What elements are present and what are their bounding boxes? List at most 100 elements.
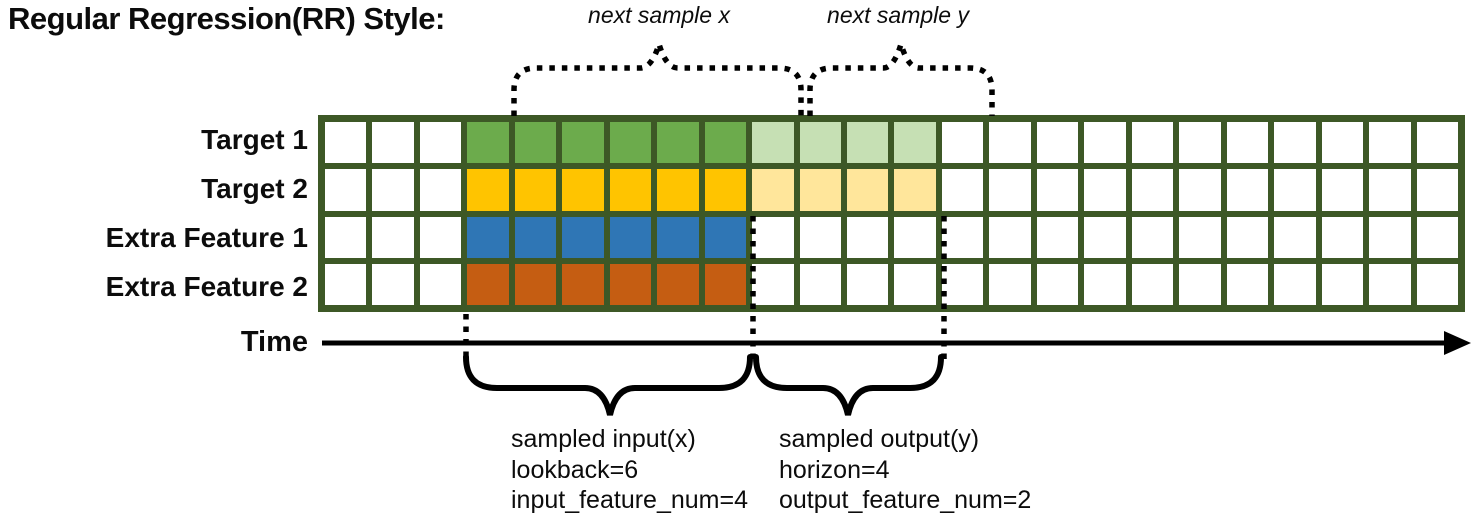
grid-cell-r0-c10 <box>799 122 842 164</box>
lookback-line: lookback=6 <box>511 455 639 484</box>
grid-cell-r0-c13 <box>941 122 984 164</box>
sampled-output-line: sampled output(y) <box>779 425 980 453</box>
grid-cell-r1-c22 <box>1369 169 1411 211</box>
grid-cell-r2-c0 <box>325 216 367 258</box>
grid-cell-r3-c0 <box>325 263 367 305</box>
grid-cell-r3-c21 <box>1321 263 1364 305</box>
grid-cell-r0-c19 <box>1226 122 1269 164</box>
next-sample-x-label: next sample x <box>588 2 730 28</box>
sampled-output-annotation: sampled output(y) horizon=4 output_featu… <box>779 424 1031 516</box>
grid-cell-r2-c13 <box>941 216 984 258</box>
grid-cell-r1-c2 <box>419 169 462 211</box>
grid-cell-r3-c3 <box>467 263 509 305</box>
grid-cell-r2-c17 <box>1131 216 1174 258</box>
grid-cell-r2-c12 <box>894 216 936 258</box>
row-label: Target 2 <box>201 172 308 204</box>
grid-cell-r2-c21 <box>1321 216 1364 258</box>
timeseries-grid <box>318 115 1465 312</box>
grid-cell-r2-c8 <box>704 216 747 258</box>
time-axis-arrowhead <box>1444 331 1471 355</box>
sampled-input-line: sampled input(x) <box>511 425 696 453</box>
grid-cell-r3-c4 <box>514 263 557 305</box>
grid-cell-r2-c10 <box>799 216 842 258</box>
grid-cell-r0-c0 <box>325 122 367 164</box>
grid-cell-r0-c17 <box>1131 122 1174 164</box>
grid-cell-r3-c13 <box>941 263 984 305</box>
row-label: Target 1 <box>201 123 308 155</box>
grid-cell-r0-c20 <box>1274 122 1316 164</box>
grid-cell-r2-c18 <box>1179 216 1221 258</box>
sampled-input-brace <box>463 354 753 416</box>
grid-cell-r1-c7 <box>657 169 699 211</box>
grid-cell-r2-c20 <box>1274 216 1316 258</box>
grid-cell-r2-c15 <box>1036 216 1079 258</box>
grid-cell-r0-c8 <box>704 122 747 164</box>
grid-cell-r2-c2 <box>419 216 462 258</box>
grid-cell-r3-c10 <box>799 263 842 305</box>
row-label: Extra Feature 2 <box>105 271 308 303</box>
output-feature-num-line: output_feature_num=2 <box>779 486 1032 514</box>
horizon-line: horizon=4 <box>779 455 890 484</box>
grid-cell-r2-c3 <box>467 216 509 258</box>
grid-cell-r0-c4 <box>514 122 557 164</box>
grid-cell-r3-c1 <box>372 263 414 305</box>
grid-cell-r3-c16 <box>1084 263 1126 305</box>
next-sample-x-brace <box>511 34 804 116</box>
row-labels: Target 1 Target 2 Extra Feature 1 Extra Fea… <box>0 115 308 312</box>
grid-cell-r0-c9 <box>752 122 794 164</box>
grid-cell-r0-c2 <box>419 122 462 164</box>
grid-cell-r3-c23 <box>1416 263 1458 305</box>
grid-cell-r0-c16 <box>1084 122 1126 164</box>
grid-cell-r1-c3 <box>467 169 509 211</box>
grid-cell-r1-c0 <box>325 169 367 211</box>
grid-cell-r3-c22 <box>1369 263 1411 305</box>
grid-cell-r2-c1 <box>372 216 414 258</box>
grid-cell-r1-c6 <box>609 169 652 211</box>
grid-cell-r2-c22 <box>1369 216 1411 258</box>
grid-cell-r2-c4 <box>514 216 557 258</box>
grid-cell-r0-c14 <box>989 122 1031 164</box>
grid-cell-r2-c16 <box>1084 216 1126 258</box>
grid-cell-r1-c17 <box>1131 169 1174 211</box>
grid-cell-r2-c6 <box>609 216 652 258</box>
grid-cell-r0-c5 <box>562 122 604 164</box>
grid-cell-r0-c1 <box>372 122 414 164</box>
row-label: Extra Feature 1 <box>105 222 308 254</box>
grid-cell-r2-c7 <box>657 216 699 258</box>
grid-cell-r1-c11 <box>847 169 889 211</box>
grid-cell-r3-c20 <box>1274 263 1316 305</box>
grid-cell-r0-c7 <box>657 122 699 164</box>
grid-cell-r0-c23 <box>1416 122 1458 164</box>
grid-cell-r3-c18 <box>1179 263 1221 305</box>
grid-cell-r3-c7 <box>657 263 699 305</box>
diagram-title: Regular Regression(RR) Style: <box>8 1 445 36</box>
next-sample-y-label: next sample y <box>827 2 969 28</box>
grid-cell-r1-c10 <box>799 169 842 211</box>
next-sample-y-brace <box>807 34 995 116</box>
grid-cell-r1-c5 <box>562 169 604 211</box>
grid-cell-r3-c6 <box>609 263 652 305</box>
grid-cell-r0-c3 <box>467 122 509 164</box>
grid-cell-r1-c19 <box>1226 169 1269 211</box>
grid-cell-r1-c9 <box>752 169 794 211</box>
grid-cell-r3-c2 <box>419 263 462 305</box>
grid-cell-r1-c23 <box>1416 169 1458 211</box>
grid-cell-r1-c12 <box>894 169 936 211</box>
grid-cell-r0-c18 <box>1179 122 1221 164</box>
grid-cell-r1-c16 <box>1084 169 1126 211</box>
grid-cell-r3-c17 <box>1131 263 1174 305</box>
grid-cell-r0-c22 <box>1369 122 1411 164</box>
grid-cell-r3-c14 <box>989 263 1031 305</box>
grid-cell-r2-c5 <box>562 216 604 258</box>
grid-cell-r0-c15 <box>1036 122 1079 164</box>
grid-cell-r1-c20 <box>1274 169 1316 211</box>
grid-cell-r1-c13 <box>941 169 984 211</box>
grid-cell-r1-c15 <box>1036 169 1079 211</box>
grid-cell-r0-c6 <box>609 122 652 164</box>
input-feature-num-line: input_feature_num=4 <box>511 486 748 514</box>
grid-cell-r2-c14 <box>989 216 1031 258</box>
grid-cell-r1-c1 <box>372 169 414 211</box>
grid-cell-r2-c23 <box>1416 216 1458 258</box>
